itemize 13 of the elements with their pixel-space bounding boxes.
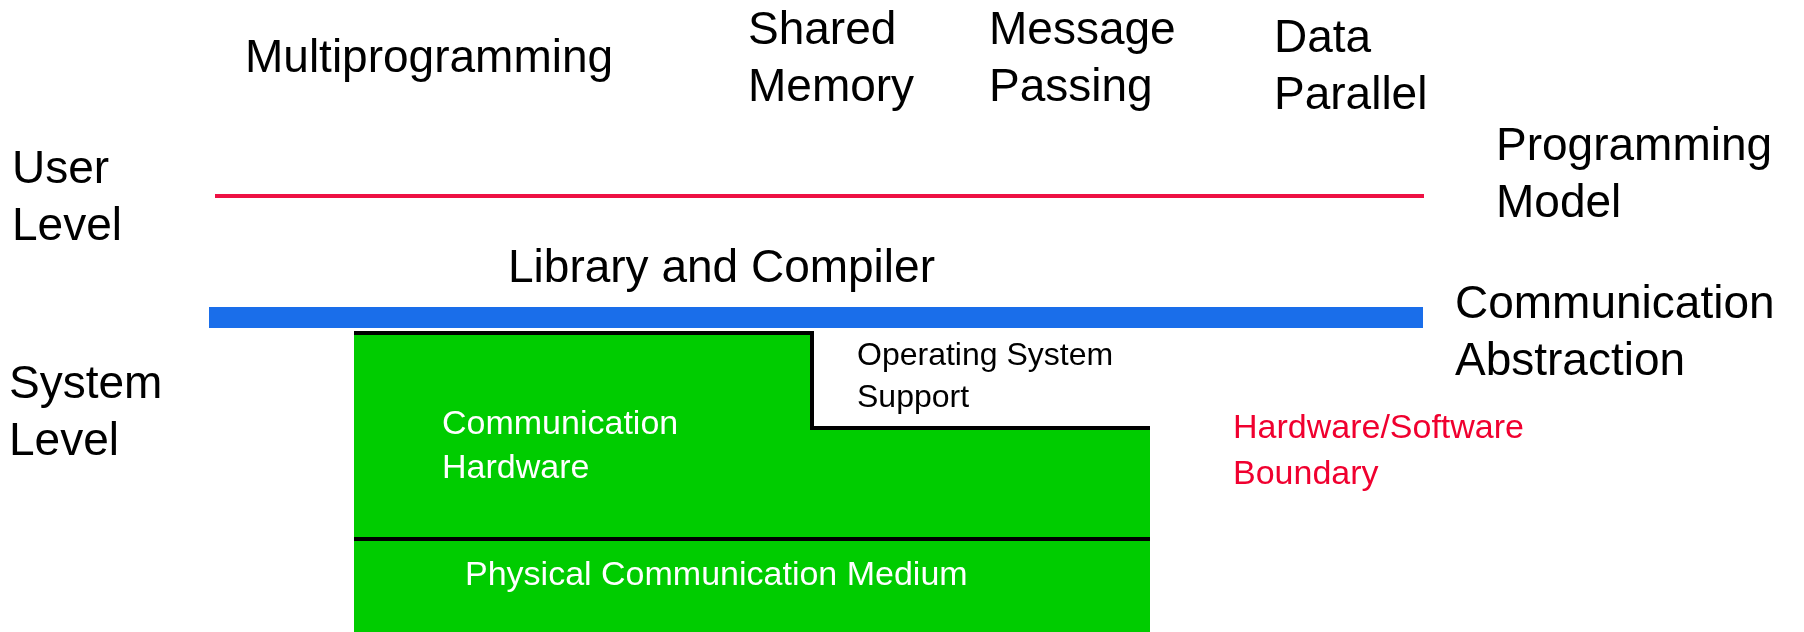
node-label: Communication Hardware (442, 402, 680, 487)
text-label: Shared Memory (748, 1, 916, 113)
text-label: Communication Abstraction (1455, 275, 1776, 387)
node-label: Physical Communication Medium (465, 553, 969, 594)
text-label: Hardware/Software Boundary (1233, 406, 1525, 493)
text-label: Multiprogramming (245, 29, 615, 84)
text-label: Programming Model (1496, 117, 1774, 229)
text-label: Data Parallel (1274, 9, 1429, 121)
text-label: User Level (12, 140, 123, 252)
text-label: Message Passing (989, 1, 1177, 113)
text-label: System Level (9, 355, 164, 467)
text-label: Operating System Support (857, 335, 1115, 416)
text-label: Library and Compiler (508, 239, 936, 294)
